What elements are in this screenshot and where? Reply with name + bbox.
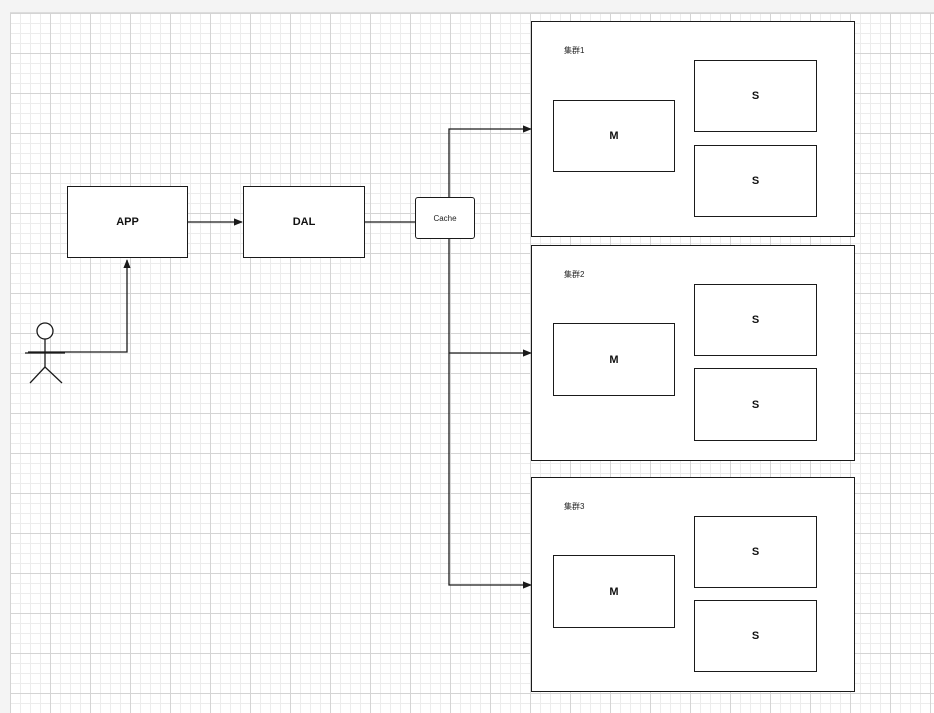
cache-to-cluster1-connector <box>448 125 532 218</box>
cluster-1-master-label: M <box>609 130 619 142</box>
cluster-2-slave-1[interactable]: S <box>694 284 817 356</box>
cluster-2-slave-2-label: S <box>751 398 760 411</box>
cluster-2-label: 集群2 <box>564 270 585 279</box>
cluster-3-slave-1[interactable]: S <box>694 516 817 588</box>
cluster-3-master-label: M <box>609 585 619 598</box>
cluster-1-slave-2-label: S <box>751 175 760 187</box>
cluster-1-master[interactable]: M <box>553 100 675 172</box>
cache-node[interactable]: Cache <box>415 197 475 239</box>
cluster-2-slave-1-label: S <box>751 314 760 326</box>
cluster-1-slave-1[interactable]: S <box>694 60 817 132</box>
cache-to-cluster3-connector <box>448 239 532 589</box>
cluster-3-master[interactable]: M <box>553 555 675 628</box>
app-node-label: APP <box>116 216 139 228</box>
cluster-2-master-label: M <box>609 353 619 366</box>
app-node[interactable]: APP <box>67 186 188 258</box>
cache-node-label: Cache <box>433 213 457 223</box>
cluster-1-slave-2[interactable]: S <box>694 145 817 217</box>
dal-node[interactable]: DAL <box>243 186 365 258</box>
actor-icon <box>25 322 65 384</box>
cluster-1-slave-1-label: S <box>751 90 760 102</box>
cluster-3-label: 集群3 <box>564 502 585 511</box>
cluster-1-label: 集群1 <box>564 46 585 55</box>
cluster-2-slave-2[interactable]: S <box>694 368 817 441</box>
actor-to-app-connector <box>28 259 131 353</box>
cluster-2-master[interactable]: M <box>553 323 675 396</box>
dal-node-label: DAL <box>292 216 316 228</box>
cluster-3-slave-2-label: S <box>751 630 760 642</box>
cluster-3-slave-2[interactable]: S <box>694 600 817 672</box>
cluster-3-slave-1-label: S <box>751 546 760 558</box>
